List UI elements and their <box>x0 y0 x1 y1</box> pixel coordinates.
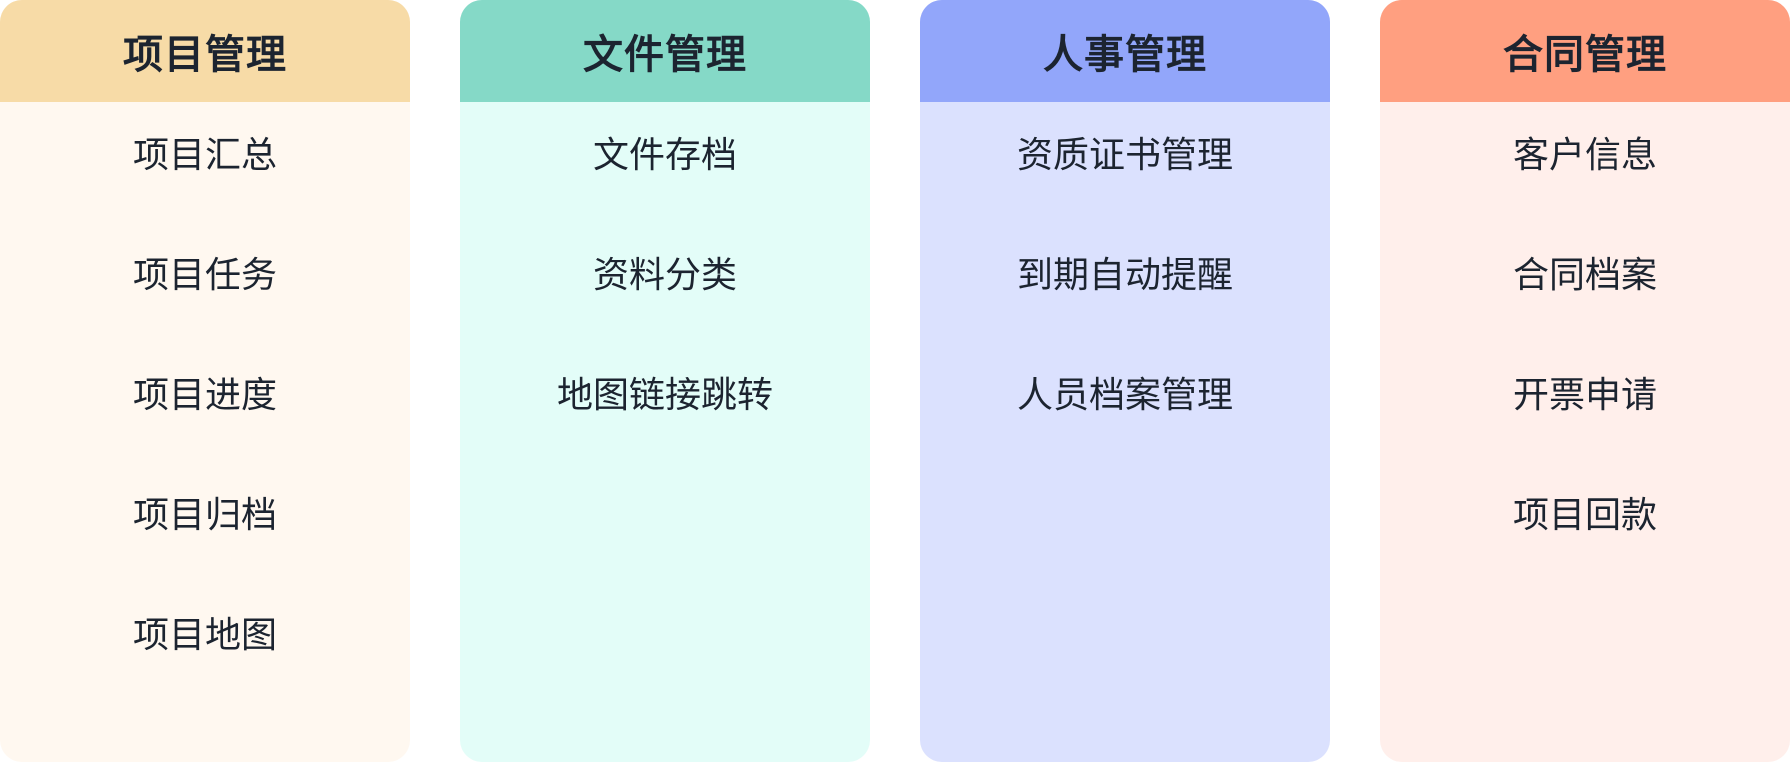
column-header: 项目管理 <box>0 0 410 102</box>
item-invoice-request[interactable]: 开票申请 <box>1512 375 1657 416</box>
item-map-link-jump[interactable]: 地图链接跳转 <box>556 375 773 416</box>
column-header: 合同管理 <box>1380 0 1790 102</box>
column-project-management: 项目管理 项目汇总 项目任务 项目进度 项目归档 项目地图 <box>0 0 410 762</box>
column-body: 项目汇总 项目任务 项目进度 项目归档 项目地图 <box>0 102 410 762</box>
column-body: 客户信息 合同档案 开票申请 项目回款 <box>1380 102 1790 762</box>
item-project-map[interactable]: 项目地图 <box>132 615 277 656</box>
column-file-management: 文件管理 文件存档 资料分类 地图链接跳转 <box>460 0 870 762</box>
item-file-archive[interactable]: 文件存档 <box>592 135 737 176</box>
item-certificate-management[interactable]: 资质证书管理 <box>1016 135 1233 176</box>
item-expiry-reminder[interactable]: 到期自动提醒 <box>1016 255 1233 296</box>
column-contract-management: 合同管理 客户信息 合同档案 开票申请 项目回款 <box>1380 0 1790 762</box>
item-project-archive[interactable]: 项目归档 <box>132 495 277 536</box>
column-body: 文件存档 资料分类 地图链接跳转 <box>460 102 870 762</box>
item-personnel-archive[interactable]: 人员档案管理 <box>1016 375 1233 416</box>
item-customer-info[interactable]: 客户信息 <box>1512 135 1657 176</box>
item-project-progress[interactable]: 项目进度 <box>132 375 277 416</box>
column-header: 文件管理 <box>460 0 870 102</box>
item-project-payment[interactable]: 项目回款 <box>1512 495 1657 536</box>
column-header: 人事管理 <box>920 0 1330 102</box>
item-contract-archive[interactable]: 合同档案 <box>1512 255 1657 296</box>
column-body: 资质证书管理 到期自动提醒 人员档案管理 <box>920 102 1330 762</box>
item-project-tasks[interactable]: 项目任务 <box>132 255 277 296</box>
item-document-classification[interactable]: 资料分类 <box>592 255 737 296</box>
column-personnel-management: 人事管理 资质证书管理 到期自动提醒 人员档案管理 <box>920 0 1330 762</box>
item-project-summary[interactable]: 项目汇总 <box>132 135 277 176</box>
